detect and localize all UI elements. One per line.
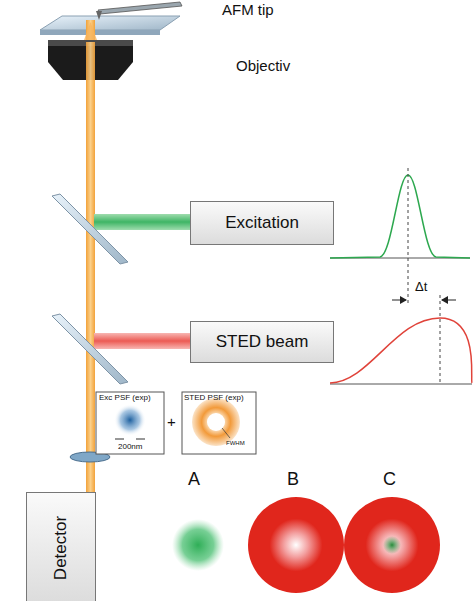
box-label: Detector (51, 516, 71, 580)
part-label: Objectiv (236, 58, 290, 75)
source-box: Excitation (190, 201, 334, 245)
fwhm-label: FWHM (226, 440, 245, 447)
panel-letter: B (287, 470, 299, 490)
plus-sign: + (167, 414, 176, 431)
delay-label: Δt (415, 280, 427, 294)
box-label: STED beam (216, 332, 309, 352)
inset-title: Exc PSF (exp) (99, 394, 151, 403)
scale-label: 200nm (118, 443, 142, 452)
box-label: Excitation (225, 213, 299, 233)
detector-box: Detector (26, 492, 96, 601)
panel-letter: C (383, 470, 396, 490)
panel-letter: A (188, 470, 200, 490)
inset-title: STED PSF (exp) (184, 394, 244, 403)
part-label: AFM tip (222, 2, 274, 19)
source-box: STED beam (190, 321, 334, 363)
